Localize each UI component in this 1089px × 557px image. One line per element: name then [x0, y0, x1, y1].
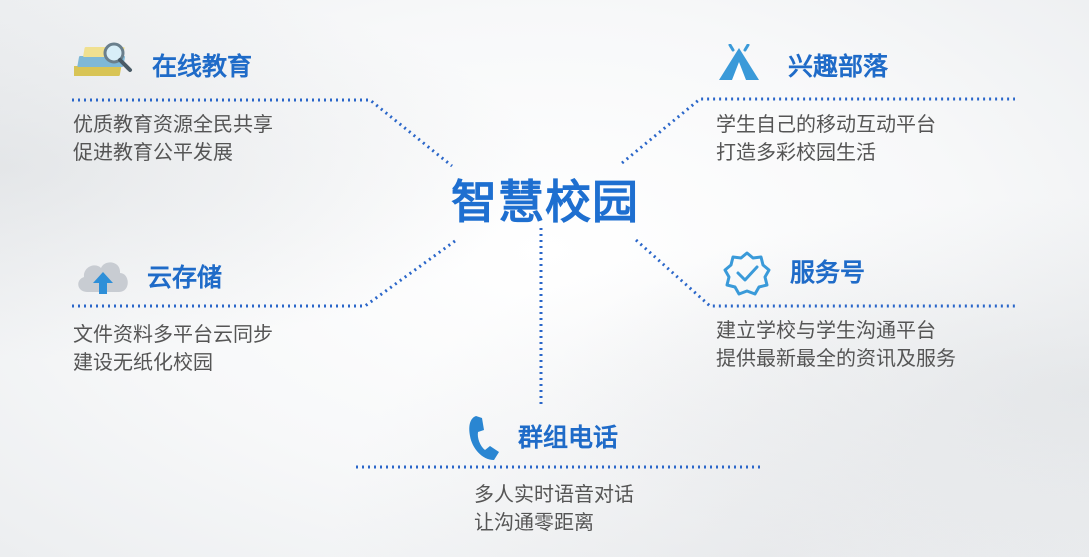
cloud-storage-title: 云存储: [147, 263, 223, 292]
group-call-desc-line1: 多人实时语音对话: [474, 482, 634, 506]
interest-tribe-title: 兴趣部落: [788, 52, 889, 81]
books-magnifier-icon: [74, 42, 132, 76]
online-education-desc-line2: 促进教育公平发展: [73, 140, 233, 164]
cloud-upload-icon: [78, 262, 128, 294]
interest-tribe-desc-line2: 打造多彩校园生活: [716, 140, 876, 164]
center-title: 智慧校园: [451, 175, 639, 229]
service-account-desc-line1: 建立学校与学生沟通平台: [716, 318, 936, 342]
phone-icon: [469, 416, 499, 460]
cloud-storage-desc-line1: 文件资料多平台云同步: [73, 322, 273, 346]
online-education-desc-line1: 优质教育资源全民共享: [73, 112, 273, 136]
cloud-storage-desc-line2: 建设无纸化校园: [73, 350, 213, 374]
group-call-title: 群组电话: [518, 423, 619, 452]
service-account-title: 服务号: [790, 258, 866, 287]
verified-badge-icon: [723, 251, 771, 296]
connector-cloud-storage: [72, 239, 456, 308]
online-education-title: 在线教育: [152, 52, 253, 81]
service-account-desc-line2: 提供最新最全的资讯及服务: [716, 346, 956, 370]
group-call-desc-line2: 让沟通零距离: [474, 510, 594, 534]
interest-tribe-desc-line1: 学生自己的移动互动平台: [716, 112, 936, 136]
tent-icon: [719, 44, 759, 80]
